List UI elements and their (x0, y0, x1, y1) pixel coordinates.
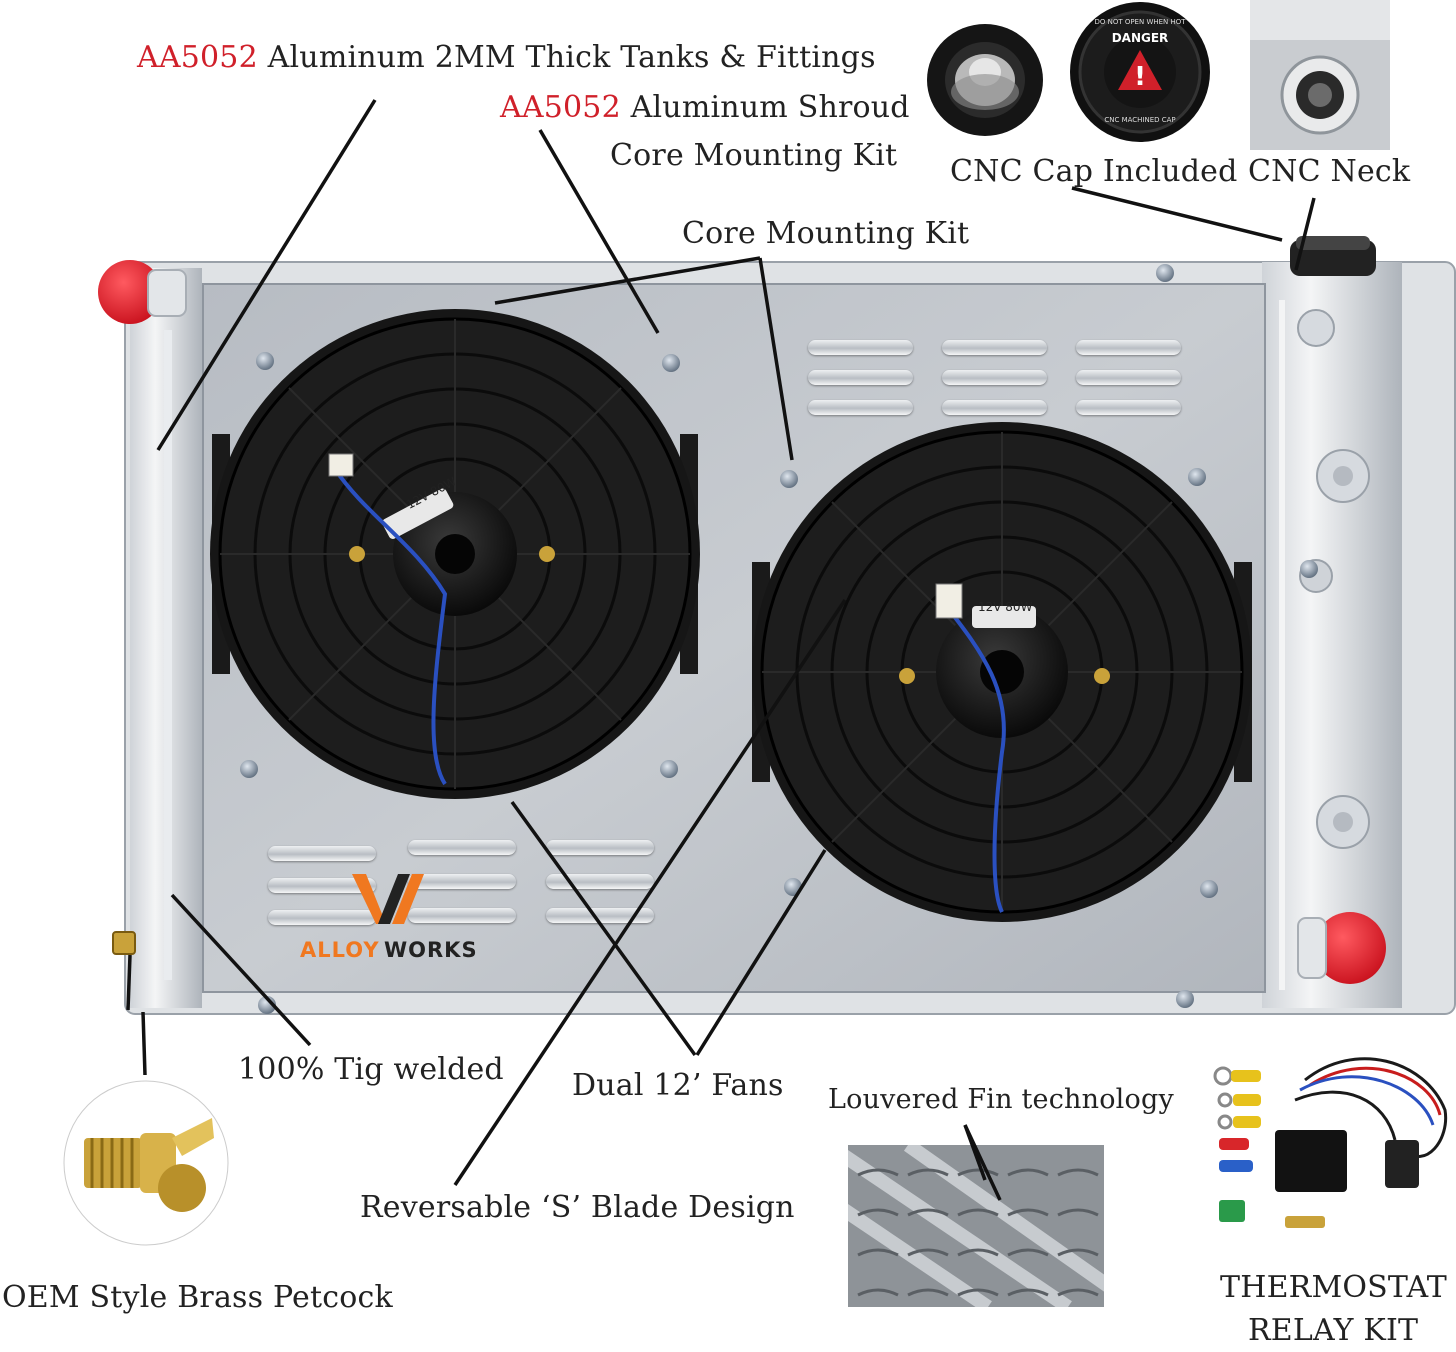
danger-ring-text: DO NOT OPEN WHEN HOT (1094, 18, 1186, 26)
vent (1076, 400, 1181, 415)
cnc-cap-label: CNC Cap Included (950, 154, 1238, 189)
mount-bolt (662, 354, 680, 372)
mount-bolt (1188, 468, 1206, 486)
brass-petcock-photo (63, 1080, 229, 1246)
vent (268, 910, 376, 925)
relay-kit-label-line2: RELAY KIT (1248, 1313, 1419, 1348)
vent (808, 340, 913, 355)
shroud-label-text: Aluminum Shroud (630, 90, 910, 125)
logo-part1: ALLOY (300, 938, 380, 962)
petcock-label: OEM Style Brass Petcock (2, 1280, 393, 1315)
tanks-label-text: Aluminum 2MM Thick Tanks & Fittings (267, 40, 876, 75)
radiator-cap-open-icon (927, 24, 1043, 136)
louvered-fin-label: Louvered Fin technology (828, 1084, 1174, 1115)
tanks-label: AA5052 Aluminum 2MM Thick Tanks & Fittin… (137, 40, 876, 75)
blade-design-label: Reversable ‘S’ Blade Design (360, 1190, 795, 1225)
louvered-fin-photo (848, 1145, 1104, 1307)
vent (942, 370, 1047, 385)
vent (268, 846, 376, 861)
vent (808, 400, 913, 415)
tanks-label-prefix: AA5052 (137, 40, 258, 75)
left-fan (210, 309, 700, 799)
mount-bolt (1300, 560, 1318, 578)
vent (1076, 340, 1181, 355)
shroud-label: AA5052 Aluminum Shroud (500, 90, 910, 125)
inlet-cap-top-left (98, 260, 162, 324)
danger-ring-text2: CNC MACHINED CAP (1104, 116, 1175, 124)
cnc-neck-label: CNC Neck (1248, 154, 1411, 189)
relay-icon (1275, 1130, 1347, 1192)
vent (408, 908, 516, 923)
mount-bolt (1200, 880, 1218, 898)
vent (1076, 370, 1181, 385)
alloyworks-logo: ALLOY WORKS (300, 872, 490, 967)
wiring-harness-icon (1294, 1057, 1448, 1158)
vent (268, 878, 376, 893)
mount-bolt (1176, 990, 1194, 1008)
relay-kit-label-line1: THERMOSTAT (1220, 1270, 1447, 1305)
mount-bolt (1156, 264, 1174, 282)
mount-bolt (256, 352, 274, 370)
logo-part2: WORKS (384, 938, 478, 962)
danger-cap-icon: ! DANGER DO NOT OPEN WHEN HOT CNC MACHIN… (1070, 2, 1210, 142)
vent (942, 340, 1047, 355)
mount-bolt (258, 996, 276, 1014)
dual-fans-label: Dual 12’ Fans (572, 1068, 784, 1103)
terminal-connectors-icon (1213, 1066, 1325, 1228)
mount-bolt (660, 760, 678, 778)
right-fan (752, 422, 1252, 922)
fan-sticker-right: 12V 80W (978, 600, 1033, 614)
relay-kit-photo (1213, 1057, 1448, 1228)
shroud-label-prefix: AA5052 (500, 90, 621, 125)
cap-photos: ! DANGER DO NOT OPEN WHEN HOT CNC MACHIN… (927, 0, 1390, 150)
svg-text:!: ! (1134, 62, 1146, 92)
vent (546, 840, 654, 855)
vent (408, 874, 516, 889)
vent (942, 400, 1047, 415)
mount-bolt (780, 470, 798, 488)
brass-petcock-icon (84, 1118, 214, 1212)
vent (408, 840, 516, 855)
vent (808, 370, 913, 385)
logo-mark-icon (352, 874, 424, 924)
shroud-label-line2: Core Mounting Kit (610, 138, 898, 173)
danger-text: DANGER (1112, 31, 1169, 45)
tig-welded-label: 100% Tig welded (238, 1052, 504, 1087)
core-mounting-label: Core Mounting Kit (682, 216, 970, 251)
outlet-cap-bottom-right (1314, 912, 1386, 984)
mount-bolt (240, 760, 258, 778)
vent (546, 908, 654, 923)
cnc-neck-photo-icon (1250, 0, 1390, 150)
right-tank (1262, 262, 1402, 1008)
